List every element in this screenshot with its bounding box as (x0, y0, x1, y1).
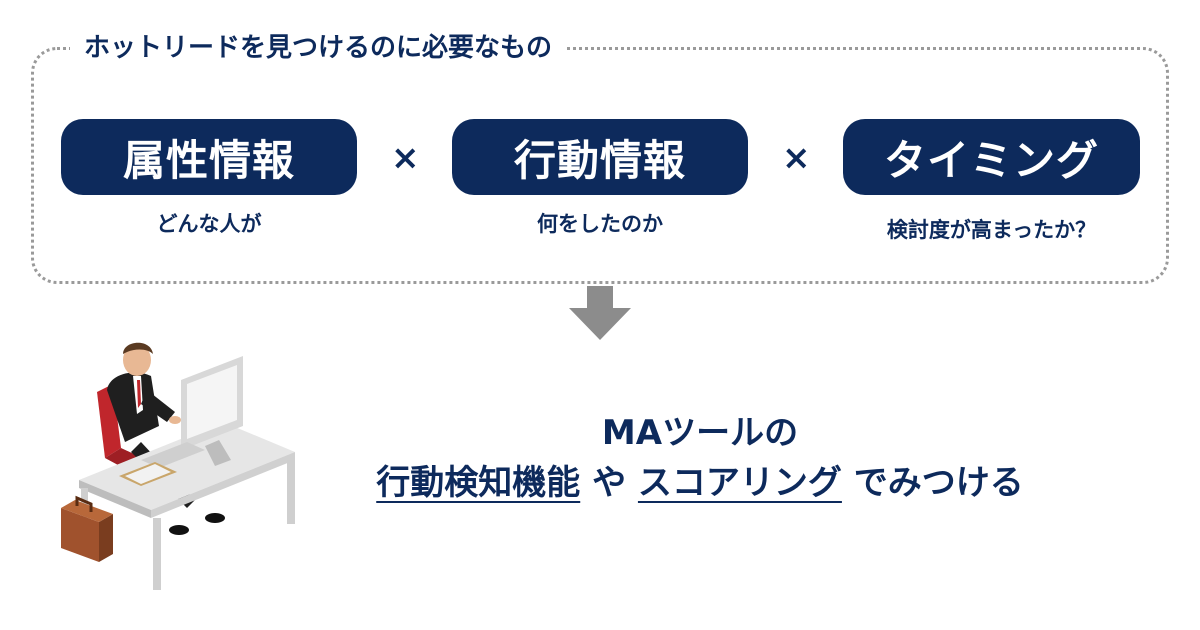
result-connector: や (592, 463, 627, 503)
down-arrow-icon (569, 286, 631, 340)
highlight-behavior-detection: 行動検知機能 (376, 463, 581, 503)
multiply-sign-1: × (391, 138, 420, 178)
result-line-1: MAツールの (601, 413, 799, 453)
factor-timing-pill: タイミング (843, 119, 1140, 195)
factor-attribute-caption: どんな人が (156, 212, 262, 236)
businessman-at-desk-icon (61, 342, 295, 590)
requirements-frame (31, 47, 1169, 284)
multiply-sign-2: × (782, 138, 811, 178)
factor-attribute-pill: 属性情報 (61, 119, 357, 195)
result-suffix: でみつける (853, 463, 1024, 503)
factor-behavior-caption: 何をしたのか (537, 212, 663, 236)
highlight-scoring: スコアリング (637, 463, 842, 503)
factor-behavior-pill: 行動情報 (452, 119, 748, 195)
factor-timing-caption: 検討度が高まったか？ (886, 218, 1097, 242)
result-line-2: 行動検知機能 や スコアリング でみつける (300, 455, 1100, 504)
frame-title: ホットリードを見つけるのに必要なもの (70, 30, 567, 66)
